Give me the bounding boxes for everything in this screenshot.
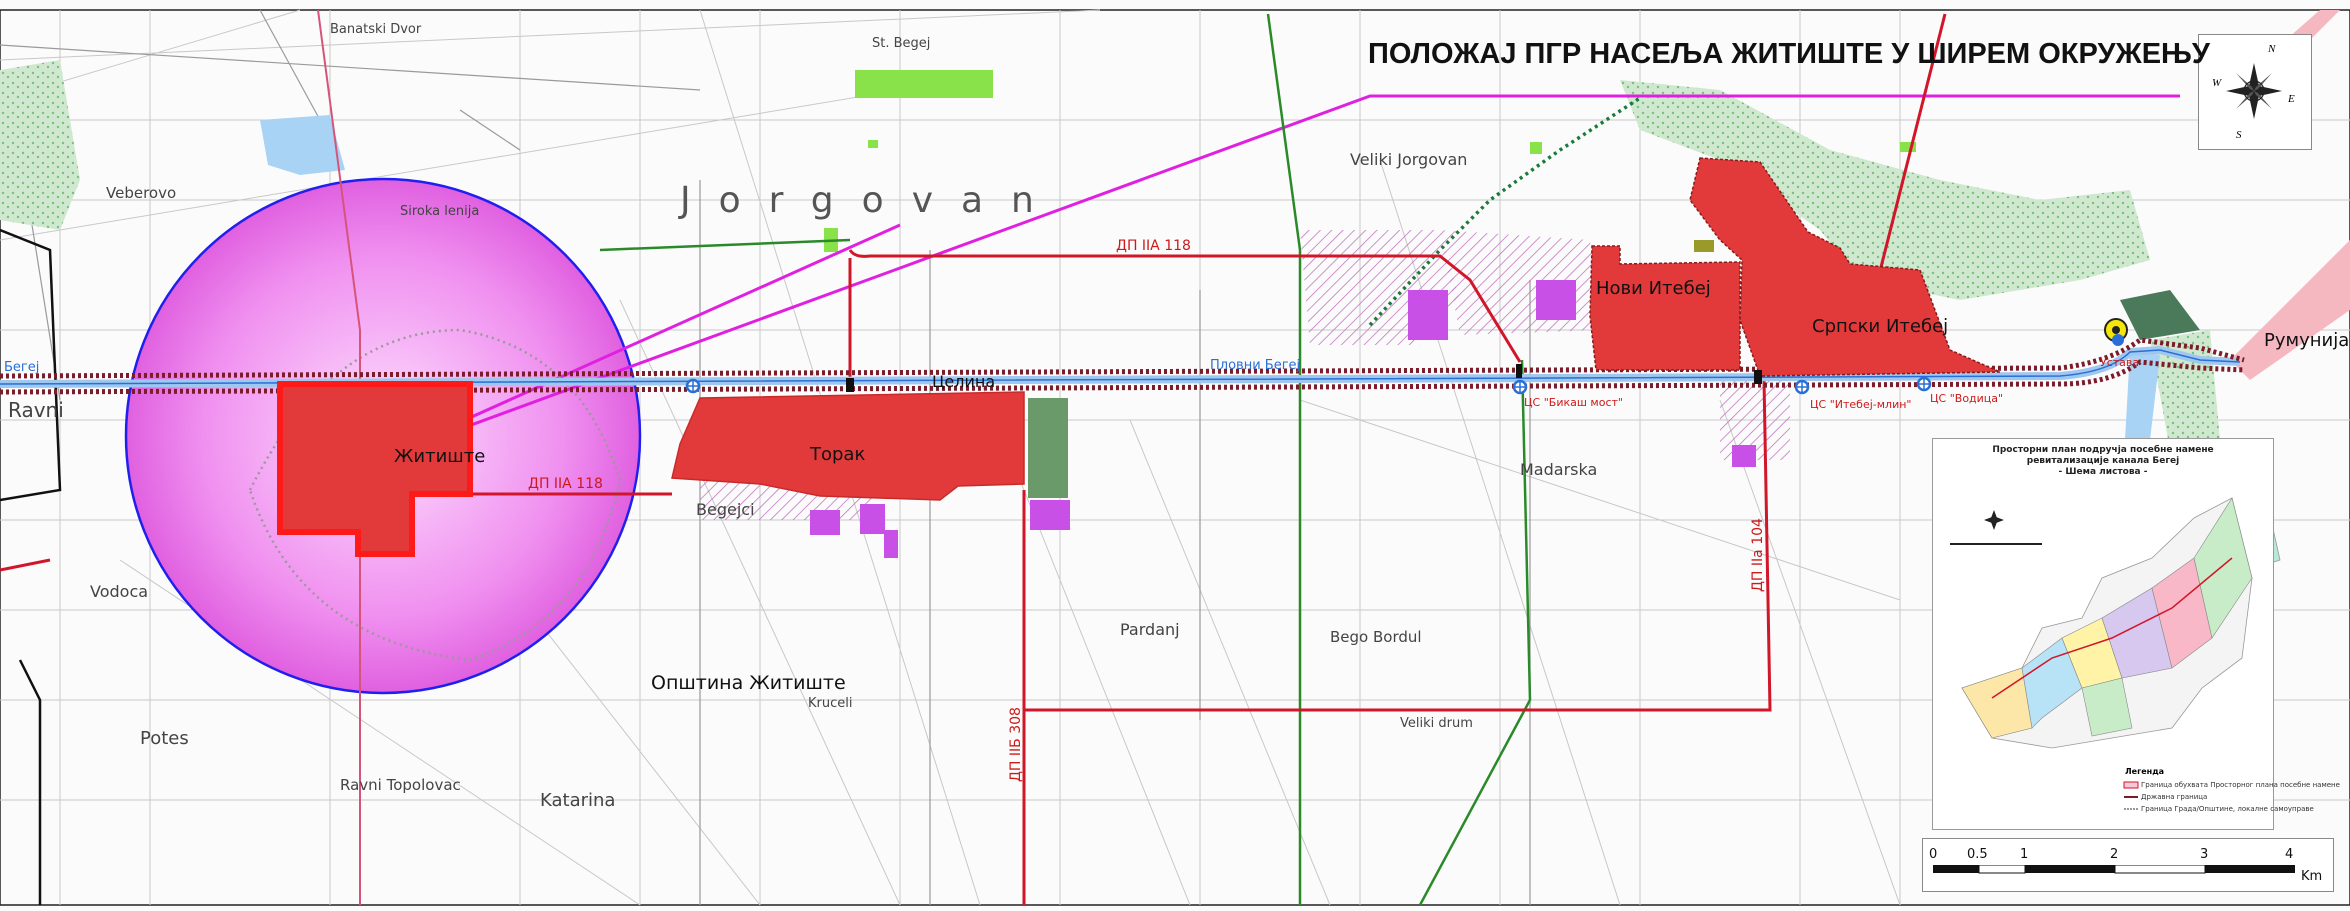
- label-st-begej: St. Begej: [872, 36, 931, 51]
- inset-legend-swatches: [2123, 781, 2139, 810]
- label-banatski-dvor: Banatski Dvor: [330, 22, 422, 37]
- label-torak: Торак: [810, 444, 866, 465]
- inset-title: Просторни план подручја посебне намене р…: [1992, 445, 2214, 477]
- settlement-zitiste[interactable]: [277, 381, 473, 557]
- label-celina: Целина: [932, 372, 996, 391]
- compass-rose-overlay-icon: N E S W: [2212, 43, 2295, 141]
- lake-northwest: [260, 115, 345, 175]
- canal-locks: [846, 364, 1762, 392]
- label-zitiste: Житиште: [394, 446, 486, 467]
- lake-east: [2125, 350, 2160, 440]
- green-field-5: [1530, 142, 1542, 154]
- label-pardanj: Pardanj: [1120, 620, 1180, 639]
- compass-e: E: [2287, 93, 2295, 105]
- settlement-novi-itebej[interactable]: [1589, 245, 1741, 371]
- label-novi-itebej: Нови Итебеј: [1596, 278, 1711, 299]
- label-ravni-topolovac: Ravni Topolovac: [340, 776, 461, 794]
- scale-tick-3: 3: [2200, 847, 2209, 862]
- inset-map-shapes: [1950, 497, 2253, 749]
- label-katarina: Katarina: [540, 790, 616, 811]
- scale-tick-2: 2: [2110, 847, 2119, 862]
- label-veberovo: Veberovo: [106, 184, 177, 202]
- compass-w: W: [2212, 77, 2222, 89]
- label-dp-118-left: ДП IIA 118: [528, 476, 603, 492]
- settlement-srpski-itebej[interactable]: [1689, 157, 2001, 377]
- plan-boundary-bottom: [0, 359, 2245, 395]
- green-field-3: [868, 140, 878, 148]
- municipal-borders: [0, 228, 62, 905]
- scale-bar-graphic: [1933, 865, 2295, 874]
- hatched-zone-itebej: [1720, 380, 1790, 460]
- label-ustava: Устава: [2100, 356, 2140, 369]
- label-dp-308: ДП IIБ 308: [1008, 707, 1024, 782]
- label-plovni-begej: Пловни Бегеј: [1210, 358, 1301, 373]
- map-frame: [0, 9, 2350, 906]
- inset-legend-item-plan: Граница обухвата Просторног плана посебн…: [2141, 781, 2340, 789]
- compass-n: N: [2267, 43, 2276, 55]
- scale-tick-4: 4: [2285, 847, 2294, 862]
- label-potes: Potes: [140, 728, 189, 749]
- scale-unit: Km: [2301, 869, 2323, 884]
- label-ravni: Ravni: [8, 398, 64, 422]
- label-kruceli: Kruceli: [808, 696, 853, 711]
- inset-sheet-2: [2021, 637, 2083, 729]
- settlement-torak[interactable]: [671, 391, 1025, 501]
- label-srpski-itebej: Српски Итебеј: [1812, 316, 1949, 337]
- inset-legend-title: Легенда: [2125, 767, 2165, 776]
- forest-northeast: [1620, 80, 2150, 300]
- compass-s: S: [2236, 129, 2242, 141]
- forest-west: [0, 60, 80, 230]
- label-begej-left: Бегеј: [4, 360, 40, 375]
- label-dp-104: ДП IIa 104: [1750, 518, 1766, 592]
- inset-plan-route: [1991, 557, 2233, 699]
- label-opstina-zitiste: Општина Житиште: [651, 672, 846, 694]
- ustava-blue-dot: [2112, 334, 2124, 346]
- railways[interactable]: [599, 13, 1532, 906]
- dotted-border-zitiste[interactable]: [248, 328, 622, 662]
- label-jorgovan: Jorgovan: [680, 180, 1062, 221]
- label-dp-118-top: ДП IIA 118: [1116, 238, 1191, 254]
- scale-tick-1: 1: [2020, 847, 2029, 862]
- plan-boundary-top: [0, 337, 2245, 379]
- label-vodoca: Vodoca: [90, 582, 149, 601]
- pump-station-crosses: [687, 378, 1930, 393]
- label-begejci: Begejci: [696, 500, 755, 519]
- label-bego-bordul: Bego Bordul: [1330, 628, 1422, 646]
- label-veliki-jorgovan: Veliki Jorgovan: [1350, 150, 1468, 169]
- dark-green-strip: [1028, 398, 1068, 498]
- road-to-romania: [2230, 240, 2350, 380]
- inset-sheet-7: [2193, 497, 2253, 639]
- label-cs-vodica: ЦС "Водица": [1930, 392, 2004, 405]
- map-title: ПОЛОЖАЈ ПГР НАСЕЉА ЖИТИШТЕ У ШИРЕМ ОКРУЖ…: [1368, 38, 2210, 70]
- canal-begej-line: [0, 349, 2241, 385]
- label-madarska: Madarska: [1520, 460, 1598, 479]
- inset-sheet-4: [2081, 677, 2133, 737]
- green-field-1: [855, 70, 993, 98]
- inset-legend-item-state: Државна граница: [2141, 793, 2208, 801]
- label-veliki-drum: Veliki drum: [1400, 716, 1473, 731]
- inset-legend-item-municipal: Граница Града/Општине, локалне самоуправ…: [2141, 805, 2314, 813]
- green-field-4: [1900, 142, 1916, 152]
- label-rumunija: Румунија: [2264, 330, 2350, 351]
- scale-bar: 0 0.5 1 2 3 4 Km: [1922, 838, 2334, 892]
- parcel-grid-gray: [0, 9, 1531, 905]
- dark-green-patch-east: [2120, 290, 2200, 340]
- inset-north-arrow-icon: [1984, 510, 2004, 530]
- label-cs-bikas: ЦС "Бикаш мост": [1524, 396, 1623, 409]
- ustava-marker-inner: [2112, 326, 2120, 334]
- olive-field: [1694, 240, 1714, 252]
- scale-tick-05: 0.5: [1967, 847, 1988, 862]
- label-siroka-lenija: Siroka lenija: [400, 204, 480, 219]
- label-cs-itebej: ЦС "Итебеј-млин": [1810, 398, 1912, 411]
- scale-tick-0: 0: [1929, 847, 1938, 862]
